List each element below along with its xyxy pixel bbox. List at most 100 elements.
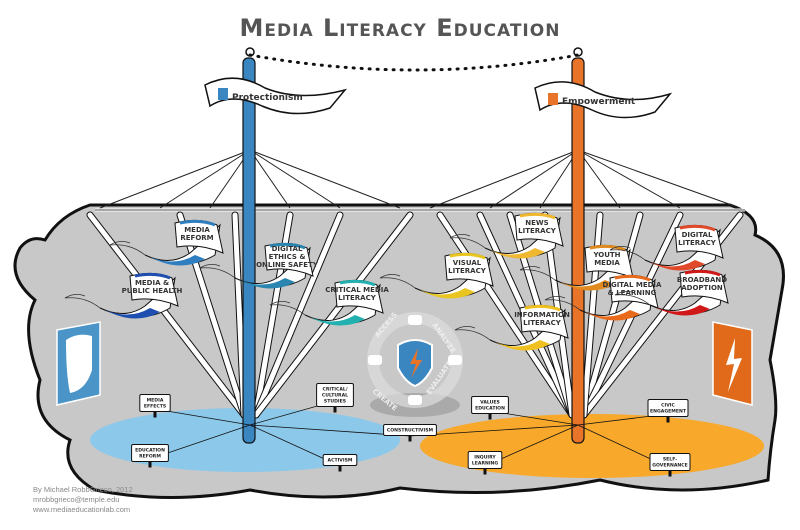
flag-label: ETHICS & bbox=[269, 253, 306, 261]
ground-label-text: CIVIC bbox=[661, 403, 675, 409]
credit-website: www.mediaeducationlab.com bbox=[32, 505, 130, 514]
flag-label: MEDIA bbox=[184, 226, 210, 234]
flag-label: ADOPTION bbox=[681, 284, 723, 292]
ground-label-text: MEDIA bbox=[147, 398, 164, 404]
rope bbox=[409, 424, 579, 437]
flag-label: DIGITAL MEDIA bbox=[603, 281, 662, 289]
ground-label-text: VALUES bbox=[480, 400, 500, 406]
flag-label: LITERACY bbox=[523, 319, 562, 327]
ground-label-text: CULTURAL bbox=[322, 393, 348, 399]
ground-label-text: SELF- bbox=[663, 457, 677, 463]
pole-top-left bbox=[245, 47, 255, 57]
flag-tail bbox=[199, 264, 236, 279]
flag-label: REFORM bbox=[180, 234, 213, 242]
banner-label-protectionism: Protectionism bbox=[232, 93, 303, 103]
flag-stripe bbox=[560, 280, 615, 291]
flag-stripe bbox=[150, 255, 205, 266]
flag-tail bbox=[449, 234, 486, 249]
flag-tail bbox=[64, 294, 101, 309]
flag-top-stripe bbox=[614, 274, 651, 282]
ground-label-text: STUDIES bbox=[324, 399, 346, 405]
flag-stripe bbox=[490, 248, 545, 259]
stake bbox=[483, 468, 487, 475]
stake bbox=[333, 406, 337, 413]
flag-label: & LEARNING bbox=[608, 289, 657, 297]
stake bbox=[148, 461, 152, 468]
flag-top-stripe bbox=[269, 242, 306, 250]
strut-fill bbox=[253, 212, 343, 418]
credit-author: By Michael RobbGrieco, 2012 bbox=[33, 485, 133, 494]
ground-label-text: LEARNING bbox=[472, 461, 499, 467]
flag-label: ONLINE SAFETY bbox=[256, 261, 319, 269]
stake bbox=[153, 411, 157, 418]
flag-stripe bbox=[585, 310, 640, 321]
dotted-connector bbox=[248, 53, 580, 72]
ground-label-text: EDUCATION bbox=[135, 448, 165, 454]
flag-top-stripe bbox=[179, 219, 216, 227]
canopy-line bbox=[249, 149, 401, 209]
stake bbox=[666, 416, 670, 423]
empowerment-banner: Empowerment bbox=[534, 81, 673, 119]
flag: MEDIA &PUBLIC HEALTH bbox=[64, 272, 183, 319]
ground-label: SELF-GOVERNANCE bbox=[649, 453, 691, 477]
credit-email: mrobbgrieco@temple.edu bbox=[33, 495, 119, 504]
flag-label: MEDIA bbox=[594, 259, 620, 267]
flag-top-stripe bbox=[679, 224, 716, 232]
canopy-line bbox=[249, 149, 291, 209]
canopy-line bbox=[577, 149, 741, 209]
ground-label-text: CRITICAL/ bbox=[323, 387, 348, 393]
flag-top-stripe bbox=[519, 212, 556, 220]
shield-icon bbox=[66, 334, 92, 393]
ground-label: CONSTRUCTIVISM bbox=[383, 424, 437, 442]
ground-label: ACTIVISM bbox=[322, 454, 358, 472]
ground-label-text: REFORM bbox=[139, 454, 161, 460]
flag-label: CRITICAL MEDIA bbox=[325, 286, 389, 294]
flag-top-stripe bbox=[684, 269, 721, 277]
shield-icon bbox=[218, 88, 228, 100]
flag-label: NEWS bbox=[525, 219, 548, 227]
flag-label: LITERACY bbox=[338, 294, 377, 302]
flag-tail bbox=[269, 301, 306, 316]
canopy-line bbox=[159, 149, 251, 209]
ground-label-text: EFFECTS bbox=[144, 404, 166, 410]
flag-tail bbox=[109, 241, 146, 256]
lightning-icon bbox=[726, 338, 742, 392]
flag-top-stripe bbox=[134, 272, 171, 280]
flag-label: INFORMATION bbox=[514, 311, 570, 319]
ground-label-text: GOVERNANCE bbox=[652, 463, 688, 469]
protection-shield-panel bbox=[56, 321, 101, 406]
flag-tail bbox=[379, 274, 416, 289]
banner-label-empowerment: Empowerment bbox=[562, 97, 636, 107]
cycle-arrow-icon bbox=[408, 395, 422, 405]
flag-label: YOUTH bbox=[592, 251, 620, 259]
ground-label-text: CONSTRUCTIVISM bbox=[387, 428, 434, 434]
lightning-icon bbox=[548, 93, 558, 105]
pole-top-right bbox=[573, 47, 583, 57]
flag-stripe bbox=[240, 278, 295, 289]
canopy-lines bbox=[95, 149, 745, 212]
diagram-title: Media Literacy Education bbox=[240, 14, 561, 42]
flag-stripe bbox=[495, 340, 550, 351]
canopy-line bbox=[429, 149, 579, 209]
cycle-arrow-icon bbox=[448, 355, 462, 365]
stake bbox=[408, 435, 412, 442]
strut-fill bbox=[253, 212, 413, 418]
flag-top-stripe bbox=[589, 244, 626, 252]
stake bbox=[338, 465, 342, 472]
flag-top-stripe bbox=[524, 304, 561, 312]
protectionism-banner: Protectionism bbox=[204, 77, 348, 115]
canopy-line bbox=[99, 149, 251, 209]
